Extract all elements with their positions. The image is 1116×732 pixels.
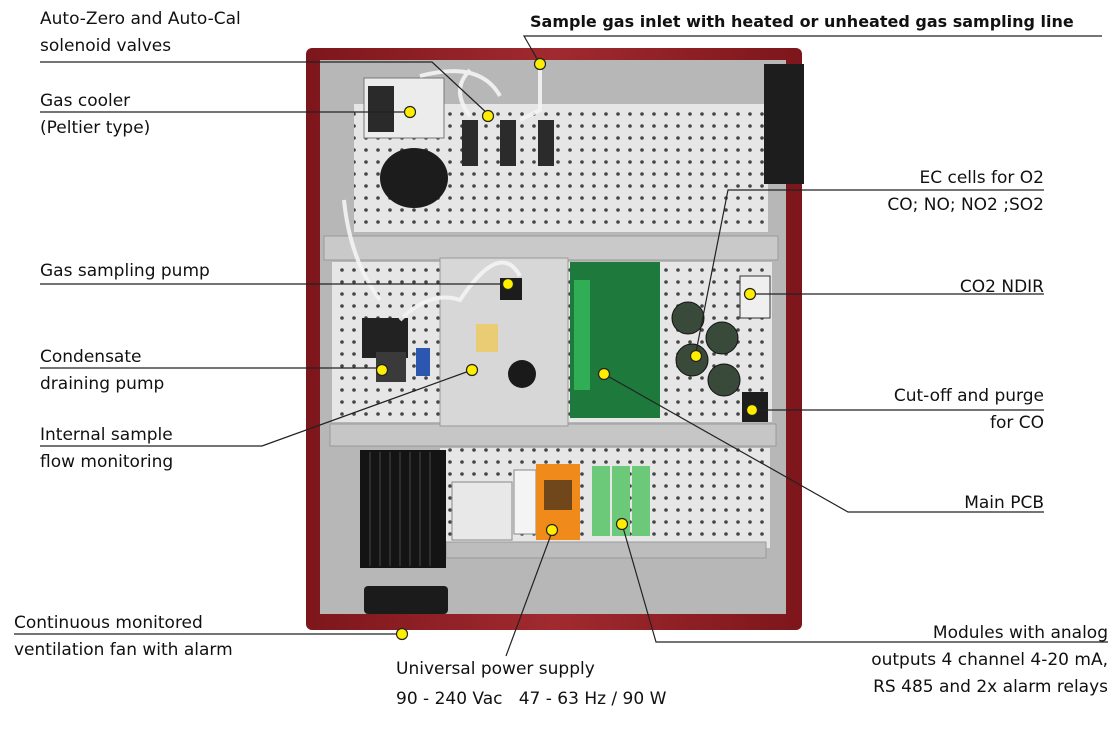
marker-pump [501,277,515,291]
label-psu-line2: 90 - 240 Vac 47 - 63 Hz / 90 W [396,689,667,709]
output-module-1 [592,466,610,536]
ec-cell-2 [705,321,739,355]
leader-modules [621,523,1108,643]
terminal-blocks [451,481,513,541]
label-ec-line1: EC cells for O2 [919,168,1044,188]
marker-inlet [533,57,547,71]
gas-cooler-cylinder [380,148,448,208]
label-fan: Continuous monitored ventilation fan wit… [14,610,233,664]
label-inlet-line1: Sample gas inlet with heated or unheated… [530,12,1074,31]
label-cutoff-line1: Cut-off and purge [893,386,1044,406]
marker-ndir [743,287,757,301]
marker-condensate [375,363,389,377]
label-condensate-line1: Condensate [40,347,142,367]
leader-lines [14,35,1108,657]
flow-filter [476,324,498,352]
marker-modules [615,517,629,531]
ec-cell-4 [707,363,741,397]
label-psu-line1: Universal power supply [396,659,595,679]
label-autozero-line2: solenoid valves [40,36,172,56]
marker-pcb [597,367,611,381]
din-rail-bottom [445,541,767,559]
leader-ec [695,189,1044,353]
label-fan-line2: ventilation fan with alarm [14,640,233,660]
power-supply-label [544,480,572,510]
gas-cooler-fan [368,86,394,132]
main-pcb-terminals [574,280,590,390]
label-flow: Internal sample flow monitoring [40,422,173,476]
label-modules: Modules with analog outputs 4 channel 4-… [871,620,1108,701]
din-rail-middle [329,423,777,447]
label-ec-line2: CO; NO; NO2 ;SO2 [887,195,1044,215]
leader-autozero [40,61,489,115]
label-fan-line1: Continuous monitored [14,613,203,633]
label-modules-line1: Modules with analog [932,623,1108,643]
side-panel [764,64,804,184]
label-cooler: Gas cooler (Peltier type) [40,88,150,142]
output-module-2 [612,466,630,536]
heatsink [360,450,446,568]
heatsink-fins [369,452,431,566]
label-flow-line2: flow monitoring [40,452,174,472]
label-flow-line1: Internal sample [40,425,173,445]
marker-cutoff [745,403,759,417]
label-modules-line3: RS 485 and 2x alarm relays [873,677,1108,697]
label-pump-line1: Gas sampling pump [40,261,210,281]
leader-inlet [522,35,1102,65]
marker-fan [395,627,409,641]
marker-autozero [481,109,495,123]
solenoid-valve-2 [500,120,516,166]
marker-ec [689,349,703,363]
solenoid-valve-1 [462,120,478,166]
label-cutoff: Cut-off and purge for CO [894,383,1044,437]
leader-pcb [603,373,1044,513]
marker-cooler [403,105,417,119]
label-pcb-line1: Main PCB [964,493,1044,513]
ventilation-fan [364,586,448,614]
marker-psu [545,523,559,537]
label-autozero: Auto-Zero and Auto-Cal solenoid valves [40,6,241,60]
din-rail-top [323,235,779,261]
leader-flow [40,369,473,447]
markers [375,57,759,641]
label-ec: EC cells for O2 CO; NO; NO2 ;SO2 [887,165,1044,219]
flow-sensor [508,360,536,388]
label-pcb: Main PCB [964,490,1044,517]
label-ndir-line1: CO2 NDIR [959,277,1044,297]
label-cooler-line1: Gas cooler [40,91,131,111]
gas-tubing [342,64,542,322]
label-condensate: Condensate draining pump [40,344,164,398]
ec-cell-1 [671,301,705,335]
label-cooler-line2: (Peltier type) [40,118,151,138]
label-inlet: Sample gas inlet with heated or unheated… [530,8,1074,35]
label-ndir: CO2 NDIR [960,274,1044,301]
label-modules-line2: outputs 4 channel 4-20 mA, [871,650,1108,670]
capacitor-blue [416,348,430,376]
solenoid-valve-3 [538,120,554,166]
label-pump: Gas sampling pump [40,258,210,285]
output-module-3 [632,466,650,536]
marker-flow [465,363,479,377]
leader-psu [505,531,553,657]
label-psu: Universal power supply 90 - 240 Vac 47 -… [396,654,666,714]
breaker [513,469,537,535]
label-cutoff-line2: for CO [989,413,1044,433]
label-autozero-line1: Auto-Zero and Auto-Cal [40,9,241,29]
label-condensate-line2: draining pump [40,374,165,394]
condensate-pump-body [362,318,408,358]
